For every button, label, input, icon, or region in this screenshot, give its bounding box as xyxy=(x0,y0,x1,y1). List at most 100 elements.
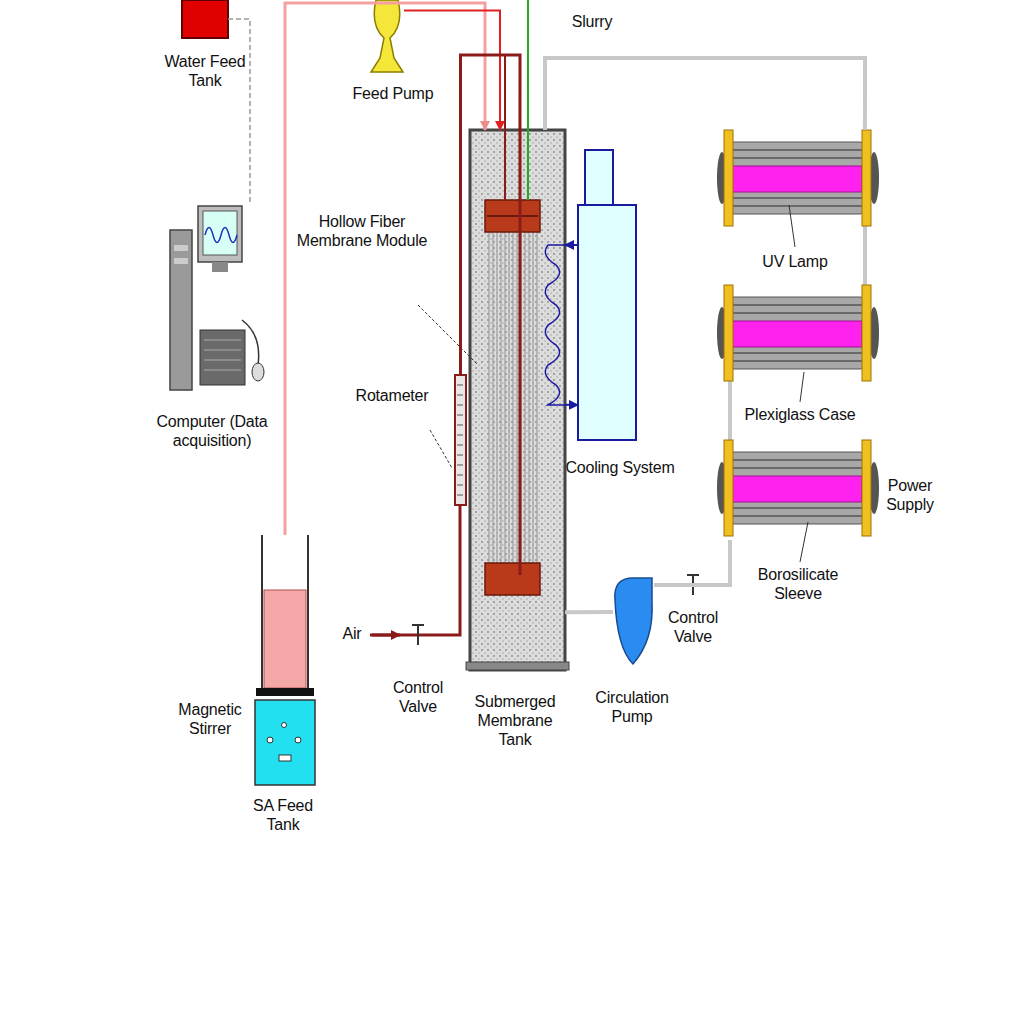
computer-symbol xyxy=(205,228,237,243)
rotameter: Rotameter xyxy=(455,375,466,505)
leader-line xyxy=(418,305,478,365)
pipe-connector xyxy=(565,244,578,246)
pipe-connector xyxy=(461,55,521,375)
feed-pump-symbol xyxy=(371,0,403,72)
uv-reactor-symbol xyxy=(728,452,866,524)
rotameter-symbol xyxy=(455,375,466,505)
uv-reactor-symbol xyxy=(862,440,871,536)
leader-line xyxy=(800,522,808,562)
hollow-fiber-symbol xyxy=(488,232,489,563)
uv-reactor-symbol xyxy=(717,130,879,226)
rotameter-symbol xyxy=(457,475,463,476)
uv-reactor: UV Lamp xyxy=(718,130,880,540)
water-tank-symbol xyxy=(182,0,228,38)
rotameter-symbol xyxy=(457,455,463,456)
part-label: SA Feed Tank xyxy=(241,796,325,834)
sa-beaker-symbol xyxy=(262,535,308,690)
part-label: Circulation Pump xyxy=(584,688,680,726)
cooling-system-symbol xyxy=(585,150,613,205)
pipe-connector xyxy=(565,404,578,406)
uv-reactor-symbol xyxy=(724,285,733,381)
leader-line xyxy=(800,372,804,402)
leader-line xyxy=(430,430,452,468)
computer-symbol xyxy=(212,262,228,272)
hollow-fiber-symbol xyxy=(516,232,517,563)
water-tank-symbol xyxy=(182,0,228,38)
uv-reactor-symbol xyxy=(730,507,864,509)
hollow-fiber-symbol xyxy=(504,55,506,200)
computer-symbol xyxy=(252,363,264,381)
membrane-tank: Hollow Fiber Membrane ModuleSubmerged Me… xyxy=(470,130,565,670)
part-label: Computer (Data acquisition) xyxy=(147,412,277,450)
uv-reactor-symbol xyxy=(728,142,866,214)
membrane-tank-symbol xyxy=(470,130,565,670)
computer-symbol xyxy=(170,230,192,390)
uv-reactor-symbol xyxy=(730,205,864,207)
uv-reactor-symbol xyxy=(717,130,879,536)
uv-reactor-symbol xyxy=(730,304,864,306)
rotameter-symbol xyxy=(457,445,463,446)
uv-reactor-symbol xyxy=(732,166,862,192)
hollow-fiber-symbol xyxy=(485,563,540,595)
stirrer: Magnetic Stirrer xyxy=(255,688,315,785)
leader-line xyxy=(789,205,795,247)
hollow-fiber-symbol xyxy=(487,215,538,217)
pump: Circulation Pump xyxy=(613,578,654,665)
rotameter-symbol xyxy=(457,435,463,436)
hollow-fiber-symbol xyxy=(485,0,540,595)
membrane-module: Hollow Fiber Membrane Module xyxy=(485,200,540,595)
hollow-fiber-symbol xyxy=(528,232,529,563)
hollow-fiber-symbol xyxy=(508,232,509,563)
pipe-connector xyxy=(654,540,730,585)
uv-reactor-symbol xyxy=(730,459,864,461)
computer: Computer (Data acquisition) xyxy=(168,205,262,390)
part-label: Feed Pump xyxy=(343,84,443,103)
pipe-connector xyxy=(285,3,485,535)
computer-symbol xyxy=(174,258,188,264)
uv-reactor-symbol xyxy=(728,297,866,369)
computer-symbol xyxy=(204,340,241,370)
feed-tank: SA Feed Tank xyxy=(262,535,308,688)
rotameter-symbol xyxy=(457,415,463,416)
computer-symbol xyxy=(242,320,259,365)
uv-reactor-symbol xyxy=(730,149,864,151)
feed-pump-symbol xyxy=(371,0,403,72)
pump: Feed Pump xyxy=(370,0,404,72)
hollow-fiber-symbol xyxy=(496,232,497,563)
part-label: Control Valve xyxy=(387,678,449,716)
computer-symbol xyxy=(174,245,188,251)
part-label: Slurry xyxy=(557,12,627,31)
sa-beaker-symbol xyxy=(262,535,308,690)
hollow-fiber-symbol xyxy=(519,130,522,575)
magnetic-stirrer-symbol xyxy=(282,723,287,728)
part-label: Submerged Membrane Tank xyxy=(469,692,561,749)
uv-reactor-symbol xyxy=(730,360,864,362)
rotameter-symbol xyxy=(457,395,463,396)
cooling-system-symbol xyxy=(578,205,636,440)
uv-reactor-symbol xyxy=(717,440,879,536)
hollow-fiber-symbol xyxy=(485,200,540,232)
part-label: Magnetic Stirrer xyxy=(168,700,252,738)
pipe-connector xyxy=(404,11,500,131)
magnetic-stirrer-symbol xyxy=(255,688,315,785)
pipe-connector xyxy=(228,19,250,205)
air-supply-line xyxy=(370,505,460,635)
hollow-fiber-symbol xyxy=(489,232,537,563)
rotameter-symbol xyxy=(457,485,463,486)
hollow-fiber-symbol xyxy=(512,232,513,563)
part-label: Hollow Fiber Membrane Module xyxy=(292,212,432,250)
rotameter-symbol xyxy=(457,465,463,466)
uv-reactor-symbol xyxy=(730,312,864,314)
hollow-fiber-symbol xyxy=(536,232,537,563)
hollow-fiber-symbol xyxy=(492,232,493,563)
magnetic-stirrer-symbol xyxy=(295,737,301,743)
uv-reactor-symbol xyxy=(717,285,879,381)
part-label: Air xyxy=(332,624,372,643)
membrane-tank-symbol xyxy=(466,662,569,670)
computer-symbol xyxy=(198,206,242,262)
hollow-fiber-symbol xyxy=(532,232,533,563)
uv-reactor-symbol xyxy=(724,130,733,226)
magnetic-stirrer-symbol xyxy=(267,737,273,743)
uv-reactor-symbol xyxy=(862,285,871,381)
